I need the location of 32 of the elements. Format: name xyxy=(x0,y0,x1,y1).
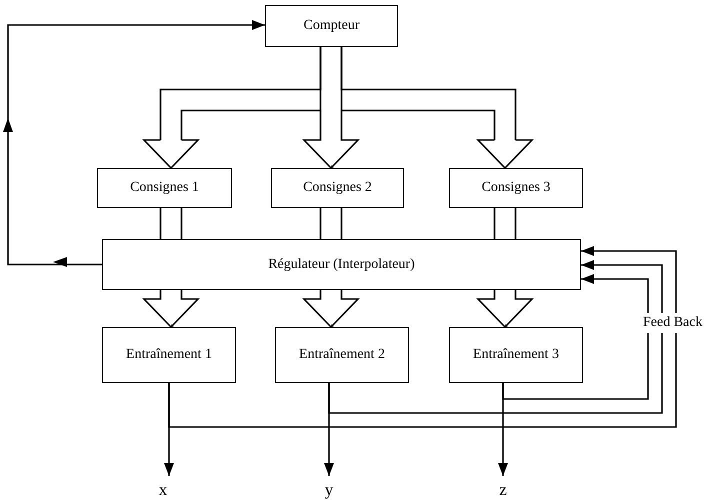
process-box xyxy=(102,327,236,383)
axis-output-label: y xyxy=(324,480,334,500)
process-box xyxy=(102,239,581,290)
box-label: Consignes 3 xyxy=(482,180,550,196)
block-arrow xyxy=(320,207,342,240)
block-arrow xyxy=(476,289,534,328)
box-label: Consignes 1 xyxy=(130,180,199,196)
process-box xyxy=(271,168,404,208)
block-arrow xyxy=(160,207,182,240)
box-label: Entraînement 3 xyxy=(473,347,559,363)
box-label: Compteur xyxy=(304,18,360,34)
arrow xyxy=(328,260,663,414)
arrow xyxy=(168,246,677,428)
feedback-label: Feed Back xyxy=(643,313,702,333)
arrow xyxy=(3,20,265,267)
box-label: Entraînement 1 xyxy=(126,347,212,363)
box-label: Régulateur (Interpolateur) xyxy=(268,256,415,272)
block-arrow xyxy=(340,46,533,169)
axis-output-label: z xyxy=(499,480,507,500)
box-label: Consignes 2 xyxy=(303,180,372,196)
process-box xyxy=(275,327,409,383)
process-box xyxy=(449,327,583,383)
block-arrow xyxy=(494,207,516,240)
block-arrow xyxy=(143,46,322,169)
axis-output-label: x xyxy=(158,480,168,500)
arrow xyxy=(502,274,649,400)
process-box xyxy=(97,168,232,208)
process-box xyxy=(449,168,583,208)
process-box xyxy=(265,5,398,47)
block-arrow xyxy=(142,289,200,328)
box-label: Entraînement 2 xyxy=(299,347,385,363)
block-arrow xyxy=(302,289,360,328)
